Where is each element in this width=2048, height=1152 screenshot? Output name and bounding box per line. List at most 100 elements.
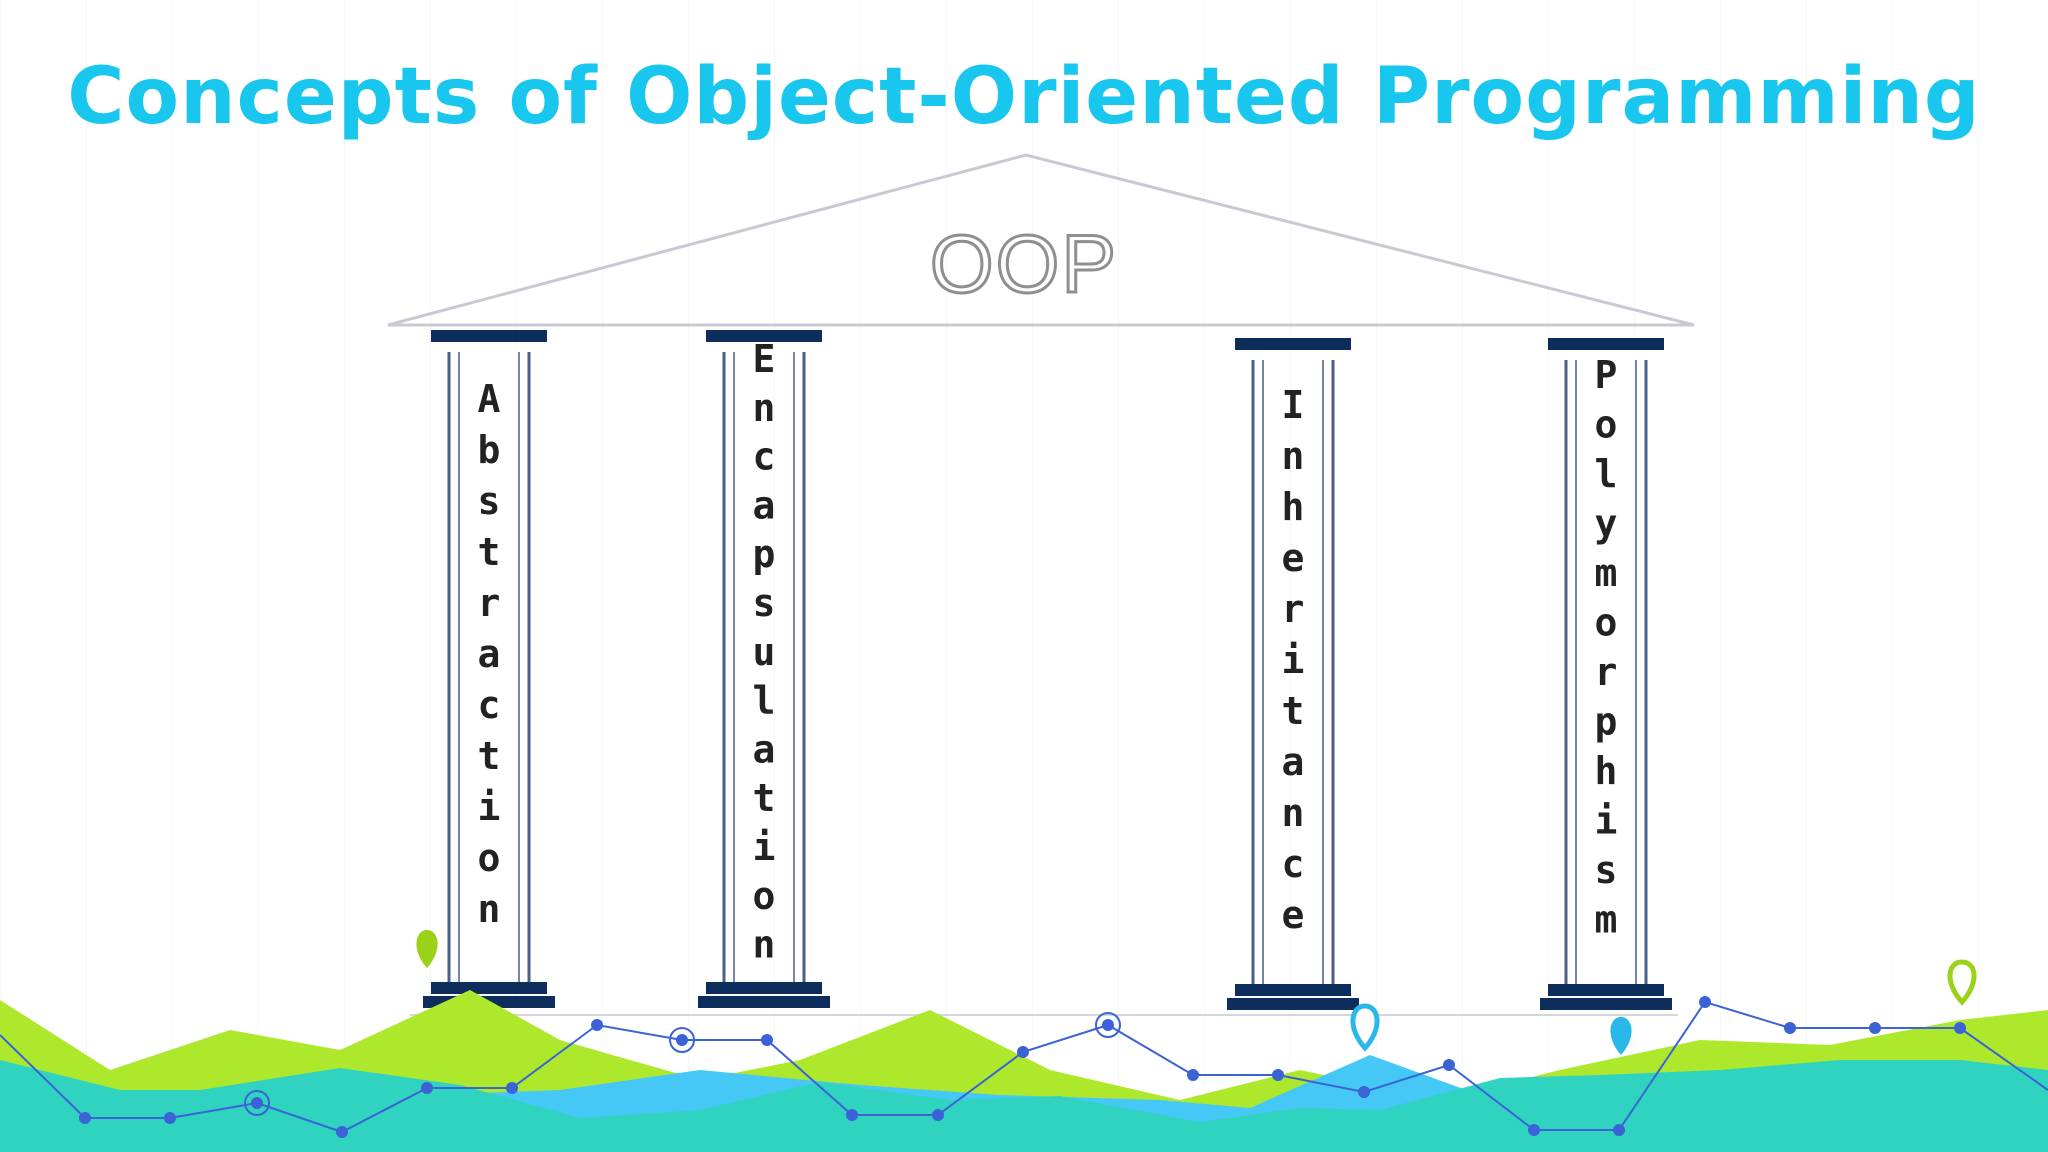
pillar-label-letter: t [753, 776, 776, 820]
decorative-dot [1528, 1124, 1540, 1136]
pillar-base [706, 982, 822, 994]
pillar-label-letter: n [1282, 434, 1305, 478]
pillar-label-letter: l [753, 679, 776, 723]
pillar-label-letter: r [1282, 587, 1305, 631]
pillar-label-letter: t [478, 530, 501, 574]
pillar-label-letter: u [753, 630, 776, 674]
pillar-label-letter: n [478, 887, 501, 931]
decorative-dot [1613, 1124, 1625, 1136]
decorative-dot [79, 1112, 91, 1124]
decorative-dot [591, 1019, 603, 1031]
decorative-dot [761, 1034, 773, 1046]
pillar-label-letter: a [753, 727, 776, 771]
decorative-dot [1272, 1069, 1284, 1081]
pillar-label-letter: A [478, 377, 501, 421]
pillar-label-letter: h [1282, 485, 1305, 529]
decorative-dot [1869, 1022, 1881, 1034]
location-pin-icon [1610, 1017, 1632, 1055]
pillar-plinth [698, 996, 830, 1008]
slide-title: Concepts of Object-Oriented Programming [67, 52, 1981, 142]
pillar-label-letter: r [478, 581, 501, 625]
pillar-label-letter: a [753, 483, 776, 527]
pillar-label-letter: y [1595, 502, 1618, 546]
pillar-label-letter: c [478, 683, 501, 727]
pillar-label-letter: c [753, 435, 776, 479]
pillar-label-letter: i [1595, 799, 1618, 843]
pillar-label-letter: o [753, 874, 776, 918]
pillar-label-letter: c [1282, 842, 1305, 886]
pillar-label-letter: h [1595, 749, 1618, 793]
decorative-line [0, 996, 2048, 1138]
pillar-base [1548, 984, 1664, 996]
pillar-label-letter: n [753, 386, 776, 430]
ring-marker [244, 1090, 270, 1116]
pillar-label-letter: r [1595, 650, 1618, 694]
pillar-capital [431, 330, 547, 342]
pillar-plinth [1540, 998, 1672, 1010]
pillar-label-letter: n [753, 923, 776, 967]
pillar-label-letter: o [1595, 601, 1618, 645]
decorative-dot [506, 1082, 518, 1094]
decorative-dot [1443, 1059, 1455, 1071]
pillar-label-letter: i [753, 825, 776, 869]
pillar-label-letter: b [478, 428, 501, 472]
pillar-label-letter: a [478, 632, 501, 676]
pillar-label-letter: t [1282, 689, 1305, 733]
location-pin-icon [416, 930, 438, 968]
pillar-label-letter: i [1282, 638, 1305, 682]
pillar-label-letter: s [753, 581, 776, 625]
pillar-label-letter: e [1282, 893, 1305, 937]
decorative-dot [1187, 1069, 1199, 1081]
pillar-label-letter: o [478, 836, 501, 880]
pillar-capital [1235, 338, 1351, 350]
decorative-dot [1017, 1046, 1029, 1058]
pillar-label-letter: p [1595, 700, 1618, 744]
pillar-base [1235, 984, 1351, 996]
pillar-base [431, 982, 547, 994]
pillar-label-letter: e [1282, 536, 1305, 580]
roof-label: OOP [930, 219, 1118, 310]
location-pin-icon [1947, 959, 1977, 1006]
ring-marker [1095, 1012, 1121, 1038]
pillar-capital [1548, 338, 1664, 350]
pillar-label-letter: P [1595, 353, 1618, 397]
location-pin-icon [1350, 1003, 1380, 1052]
pillar-label-letter: l [1595, 452, 1618, 496]
pillar-label-letter: a [1282, 740, 1305, 784]
decorative-dot [1102, 1019, 1114, 1031]
decorative-dot [1784, 1022, 1796, 1034]
decorative-dots [79, 996, 1966, 1138]
pillar-capital [706, 330, 822, 342]
pillar-label-letter: s [1595, 848, 1618, 892]
decorative-dot [336, 1126, 348, 1138]
pillar-label-letter: p [753, 532, 776, 576]
pillar-label-letter: n [1282, 791, 1305, 835]
decorative-dot [1358, 1086, 1370, 1098]
pillar-label-letter: o [1595, 403, 1618, 447]
decorative-dot [846, 1109, 858, 1121]
pillar-plinth [1227, 998, 1359, 1010]
pillar-label-letter: i [478, 785, 501, 829]
pillar-label-letter: m [1595, 898, 1618, 942]
decorative-dot [164, 1112, 176, 1124]
decorative-dot [1954, 1022, 1966, 1034]
pillar-label-letter: t [478, 734, 501, 778]
pillar-label-letter: E [753, 337, 776, 381]
decorative-dot [1699, 996, 1711, 1008]
decorative-dot [932, 1109, 944, 1121]
ring-marker [669, 1027, 695, 1053]
decorative-dot [676, 1034, 688, 1046]
pillar-label-letter: s [478, 479, 501, 523]
decorative-dot [421, 1082, 433, 1094]
pillar-label-letter: m [1595, 551, 1618, 595]
decorative-dot [251, 1097, 263, 1109]
